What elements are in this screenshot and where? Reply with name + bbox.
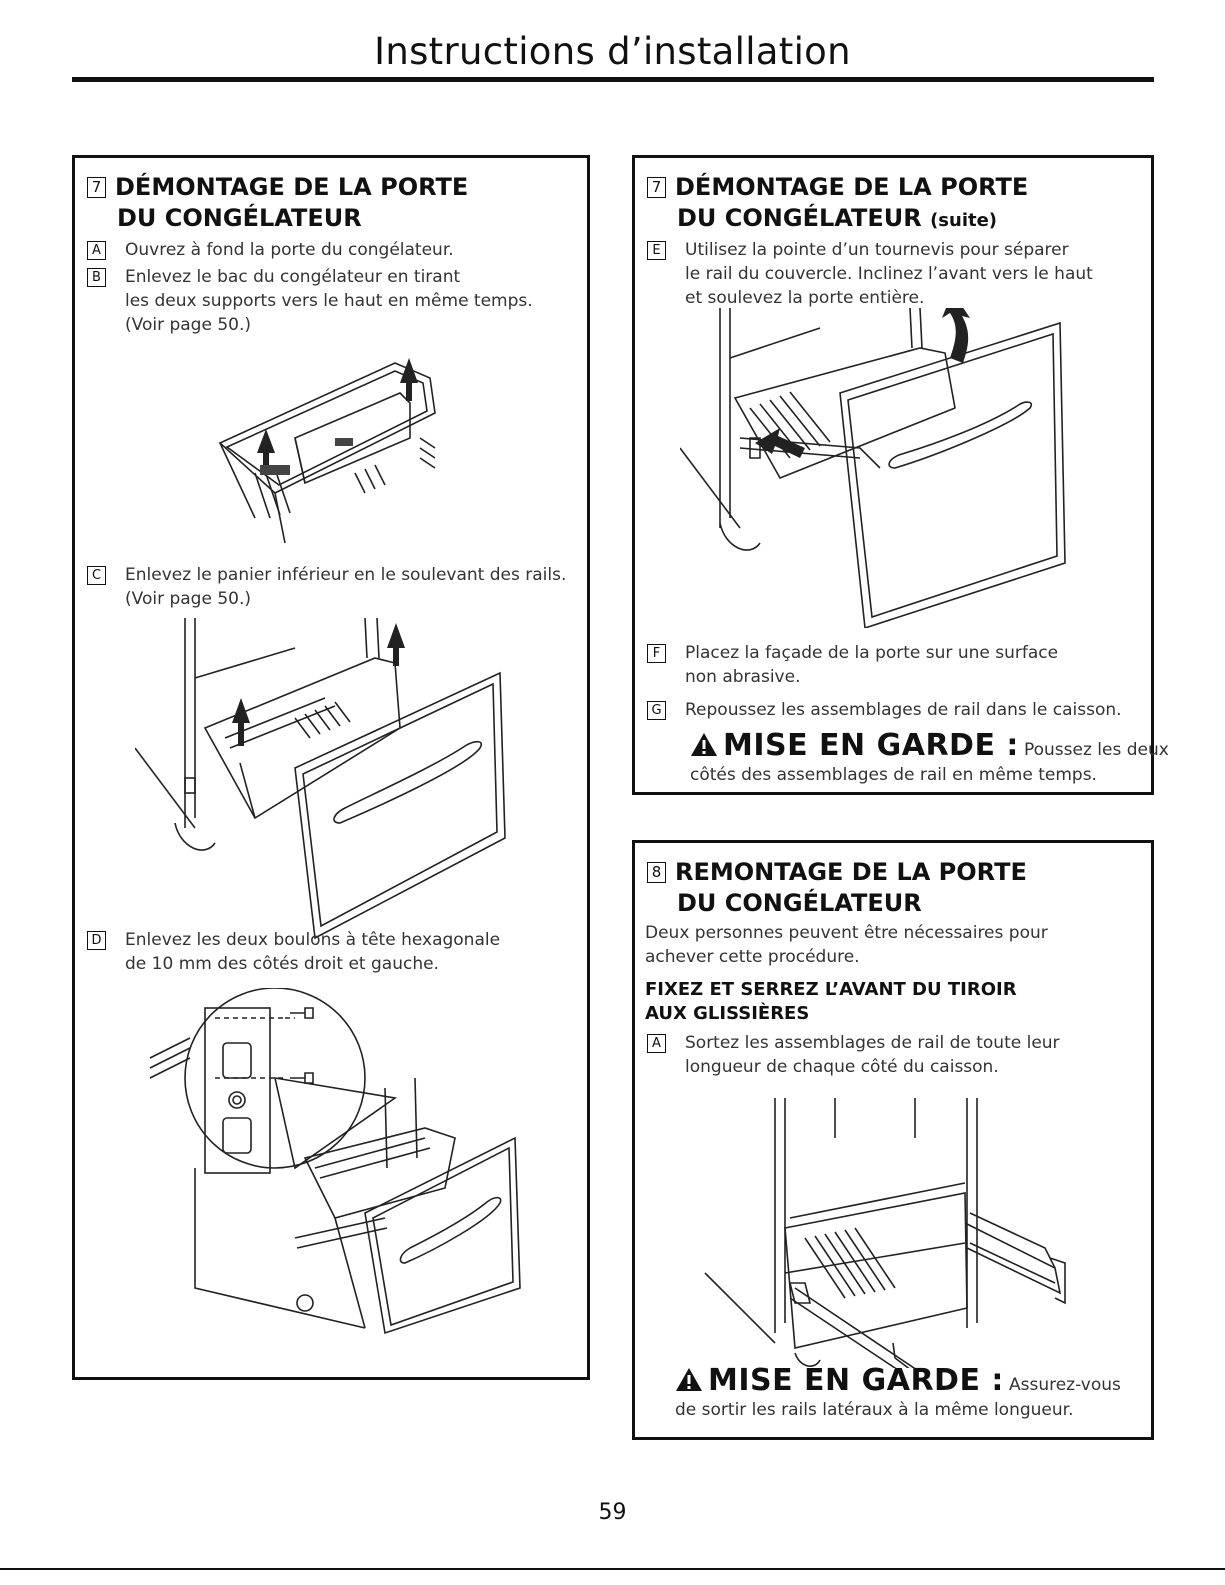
section-number: 7 [647, 177, 666, 198]
warning-text-line-2: de sortir les rails latéraux à la même l… [675, 1400, 1074, 1420]
step-text-line: (Voir page 50.) [125, 315, 251, 335]
warning-triangle-icon [691, 733, 717, 756]
heading-line-1: DÉMONTAGE DE LA PORTE [115, 173, 469, 201]
step-letter: E [647, 241, 666, 260]
intro-line: achever cette procédure. [645, 947, 860, 967]
freezer-bin-illustration [218, 358, 436, 544]
step-letter: F [647, 644, 666, 663]
step-text-line: longueur de chaque côté du caisson. [685, 1057, 999, 1077]
step-text-line: Repoussez les assemblages de rail dans l… [685, 700, 1122, 720]
step-text-line: Sortez les assemblages de rail de toute … [685, 1033, 1060, 1053]
step-d: D Enlevez les deux boulons à tête hexago… [87, 928, 587, 976]
heading-line-2: DU CONGÉLATEUR [677, 889, 922, 917]
step-text-line: Enlevez le panier inférieur en le soulev… [125, 565, 567, 585]
rails-extended-illustration [704, 1098, 1066, 1368]
heading-line-1: REMONTAGE DE LA PORTE [675, 858, 1027, 886]
step-a: A Sortez les assemblages de rail de tout… [647, 1031, 1147, 1079]
step-text-line: (Voir page 50.) [125, 589, 251, 609]
warning-title: MISE EN GARDE : [723, 728, 1019, 763]
step-a: A Ouvrez à fond la porte du congélateur. [87, 238, 587, 262]
panel-door-reinstallation: 8 REMONTAGE DE LA PORTE DU CONGÉLATEUR De… [632, 840, 1154, 1440]
step-text-line: Placez la façade de la porte sur une sur… [685, 643, 1059, 663]
step-text-line: le rail du couvercle. Inclinez l’avant v… [685, 264, 1093, 284]
section-heading: 8 REMONTAGE DE LA PORTE DU CONGÉLATEUR [647, 857, 1027, 919]
intro-line: Deux personnes peuvent être nécessaires … [645, 923, 1048, 943]
subheading-line: AUX GLISSIÈRES [645, 1003, 810, 1024]
caution-warning: MISE EN GARDE : Assurez-vous de sortir l… [675, 1363, 1145, 1422]
step-letter: B [87, 268, 106, 287]
intro-text: Deux personnes peuvent être nécessaires … [645, 921, 1145, 969]
warning-title: MISE EN GARDE : [708, 1363, 1004, 1398]
subheading: FIXEZ ET SERREZ L’AVANT DU TIROIR AUX GL… [645, 978, 1145, 1026]
warning-text-line-2: côtés des assemblages de rail en même te… [690, 765, 1097, 785]
step-text-line: de 10 mm des côtés droit et gauche. [125, 954, 439, 974]
heading-suffix: (suite) [930, 210, 998, 231]
step-text-line: Enlevez les deux boulons à tête hexagona… [125, 930, 501, 950]
lower-basket-illustration [135, 618, 506, 940]
title-rule [72, 77, 1154, 82]
section-number: 8 [647, 862, 666, 883]
warning-text: Poussez les deux [1023, 740, 1169, 760]
step-letter: C [87, 566, 106, 585]
step-text-line: non abrasive. [685, 667, 801, 687]
heading-line-1: DÉMONTAGE DE LA PORTE [675, 173, 1029, 201]
step-text-line: Ouvrez à fond la porte du congélateur. [125, 240, 454, 260]
subheading-line: FIXEZ ET SERREZ L’AVANT DU TIROIR [645, 979, 1017, 1000]
bottom-rule [0, 1568, 1225, 1570]
warning-text: Assurez-vous [1008, 1375, 1121, 1395]
step-c: C Enlevez le panier inférieur en le soul… [87, 563, 587, 611]
step-text-line: Enlevez le bac du congélateur en tirant [125, 267, 461, 287]
panel-door-removal: 7 DÉMONTAGE DE LA PORTE DU CONGÉLATEUR A … [72, 155, 590, 1380]
section-heading: 7 DÉMONTAGE DE LA PORTE DU CONGÉLATEUR (s… [647, 172, 1028, 236]
step-letter: D [87, 931, 106, 950]
step-letter: A [87, 241, 106, 260]
panel-door-removal-continued: 7 DÉMONTAGE DE LA PORTE DU CONGÉLATEUR (s… [632, 155, 1169, 795]
step-letter: A [647, 1034, 666, 1053]
heading-line-2: DU CONGÉLATEUR [117, 204, 362, 232]
page-number: 59 [598, 1500, 627, 1525]
section-heading: 7 DÉMONTAGE DE LA PORTE DU CONGÉLATEUR [87, 172, 468, 234]
step-text-line: Utilisez la pointe d’un tournevis pour s… [685, 240, 1069, 260]
door-lift-illustration [680, 308, 1066, 628]
section-number: 7 [87, 177, 106, 198]
page-title: Instructions d’installation [374, 30, 851, 73]
heading-line-2: DU CONGÉLATEUR (suite) [677, 204, 998, 232]
step-e: E Utilisez la pointe d’un tournevis pour… [647, 238, 1147, 310]
step-b: B Enlevez le bac du congélateur en tiran… [87, 265, 587, 337]
caution-warning: MISE EN GARDE : Poussez les deux côtés d… [690, 728, 1169, 787]
step-f: F Placez la façade de la porte sur une s… [647, 641, 1147, 689]
step-text-line: et soulevez la porte entière. [685, 288, 925, 308]
warning-triangle-icon [676, 1368, 702, 1391]
step-letter: G [647, 701, 666, 720]
step-g: G Repoussez les assemblages de rail dans… [647, 698, 1152, 722]
step-text-line: les deux supports vers le haut en même t… [125, 291, 533, 311]
hex-bolt-illustration [149, 988, 521, 1335]
